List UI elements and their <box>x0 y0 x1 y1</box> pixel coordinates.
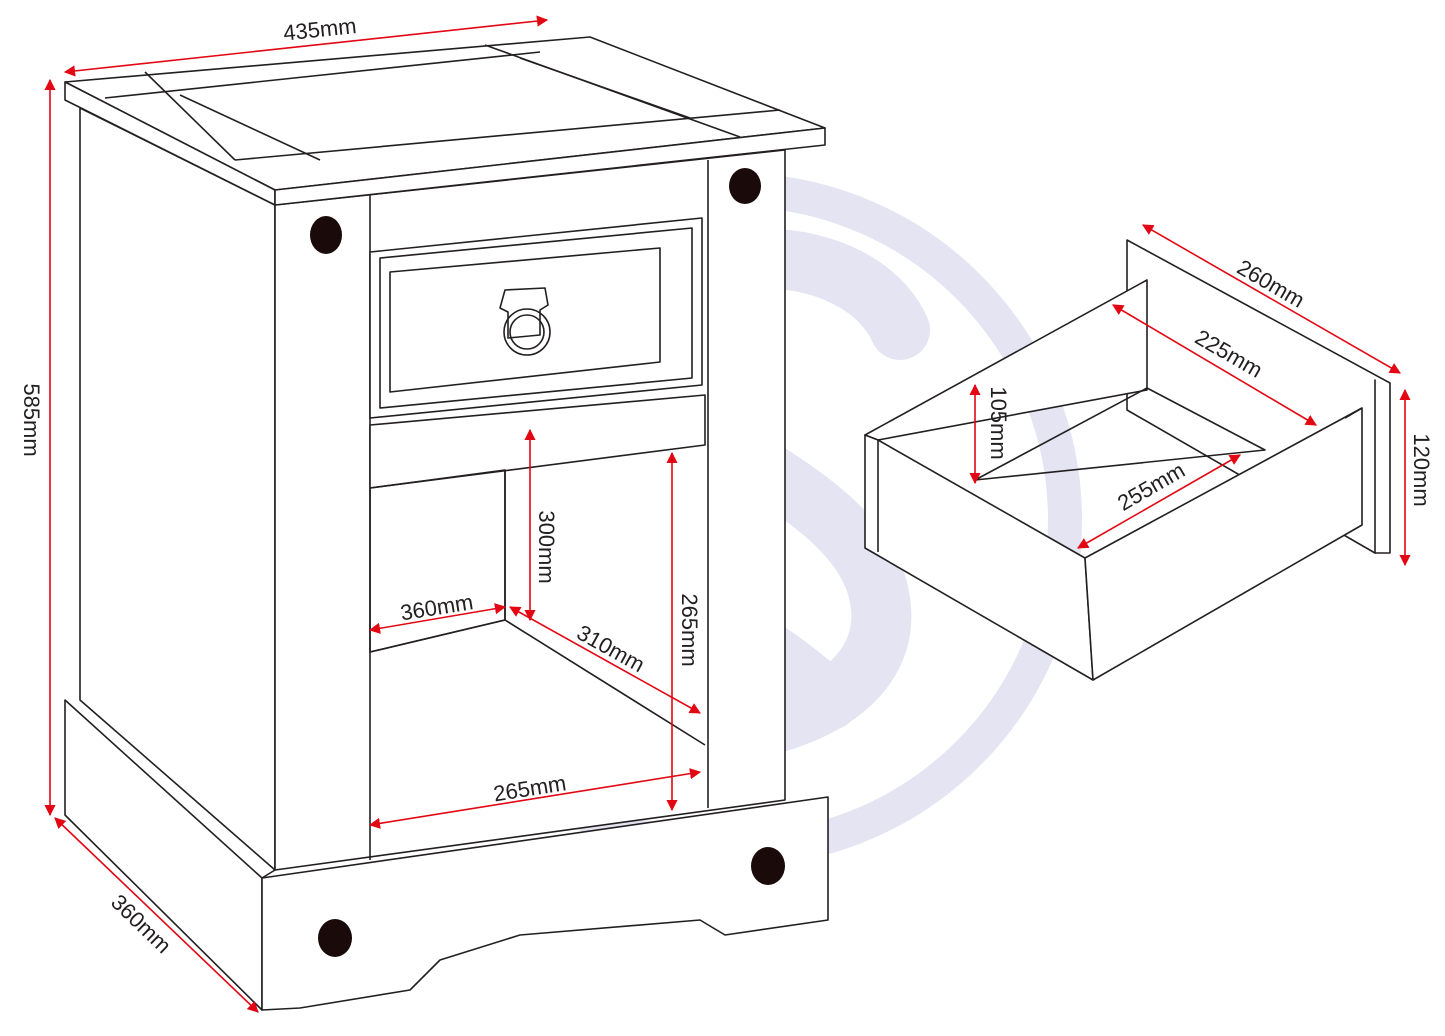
drawer-inner-height-label: 105mm <box>986 386 1011 459</box>
shelf-height-label: 300mm <box>534 510 559 583</box>
opening-height-label: 265mm <box>677 593 702 666</box>
knot-marks <box>310 168 785 957</box>
drawer-front-height-label: 120mm <box>1409 433 1434 506</box>
drawer-handle-icon <box>499 287 551 356</box>
dimension-labels: 435mm 585mm 360mm 360mm 300mm 310mm 265m… <box>19 13 1434 958</box>
height-label: 585mm <box>19 383 44 456</box>
drawer-drawing <box>864 239 1391 681</box>
dimension-lines <box>44 15 1411 1013</box>
width-label: 435mm <box>282 13 358 46</box>
cabinet-drawing <box>64 36 829 1011</box>
plinth-front <box>261 796 829 1011</box>
front-rail <box>369 394 706 489</box>
